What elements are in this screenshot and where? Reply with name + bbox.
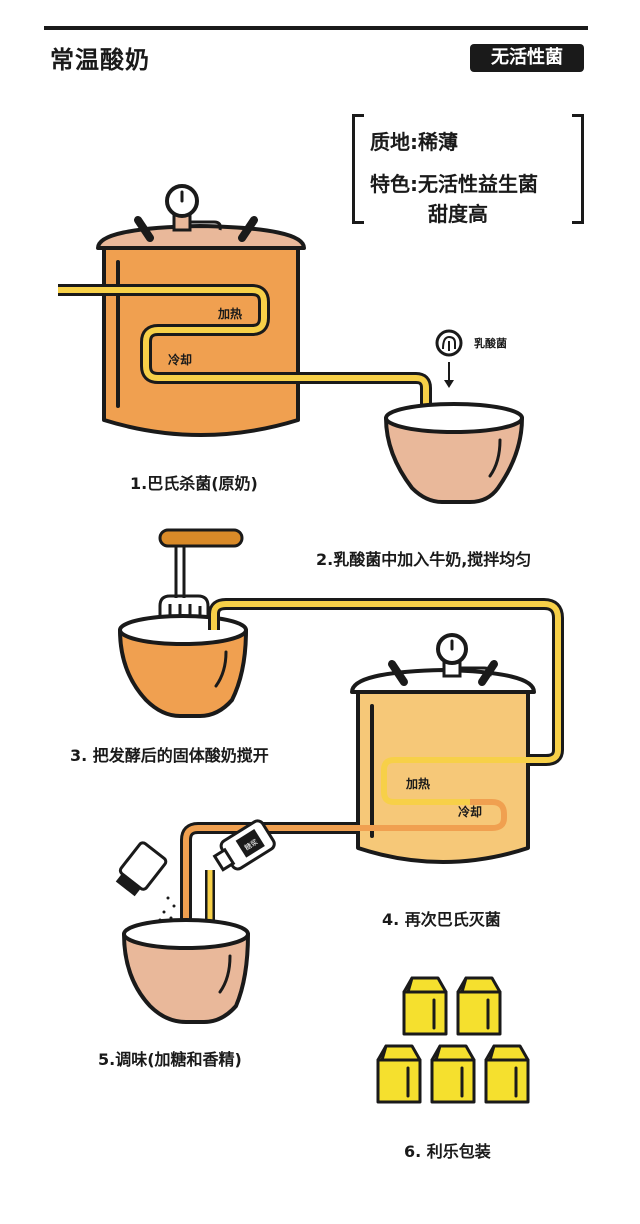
yogurt-package xyxy=(376,1044,422,1104)
step-5-label: 5.调味(加糖和香精) xyxy=(98,1050,242,1069)
mixing-bowl-3 xyxy=(122,918,250,1024)
heat-label-2: 加热 xyxy=(405,776,430,791)
yogurt-package xyxy=(430,1044,476,1104)
feature-text: 特色:无活性益生菌 xyxy=(370,172,538,196)
info-box: 质地:稀薄 特色:无活性益生菌 甜度高 xyxy=(352,114,584,226)
pipe-2-cool-segment xyxy=(183,799,507,940)
bacteria-icon xyxy=(435,329,463,388)
pasteurizer-tank-2 xyxy=(350,633,536,864)
heat-label-1: 加热 xyxy=(217,306,242,321)
step-4-label: 4. 再次巴氏灭菌 xyxy=(382,910,501,929)
mixing-bowl-1 xyxy=(384,402,524,504)
status-badge: 无活性菌 xyxy=(470,44,584,72)
yogurt-package xyxy=(456,976,502,1036)
texture-text: 质地:稀薄 xyxy=(370,130,458,154)
pasteurizer-tank-1 xyxy=(96,184,306,437)
yogurt-packages xyxy=(376,976,530,1104)
feature-text-cont: 甜度高 xyxy=(428,202,488,226)
salt-shaker xyxy=(115,841,168,897)
mixing-bowl-2 xyxy=(118,614,248,718)
yogurt-package xyxy=(484,1044,530,1104)
pipe-1 xyxy=(58,284,432,420)
step-2-label: 2.乳酸菌中加入牛奶,搅拌均匀 xyxy=(316,550,532,569)
step-1-label: 1.巴氏杀菌(原奶) xyxy=(130,474,258,493)
step-3-label: 3. 把发酵后的固体酸奶搅开 xyxy=(70,746,269,765)
left-bracket xyxy=(352,114,364,224)
yogurt-package xyxy=(402,976,448,1036)
header-rule xyxy=(44,26,588,30)
cool-label-1: 冷却 xyxy=(168,352,192,367)
cool-label-2: 冷却 xyxy=(458,804,482,819)
page-title: 常温酸奶 xyxy=(50,46,150,74)
step-6-label: 6. 利乐包装 xyxy=(404,1142,491,1161)
bacteria-label: 乳酸菌 xyxy=(474,336,507,350)
pipe-2-heat-segment xyxy=(211,601,561,805)
right-bracket xyxy=(572,114,584,224)
